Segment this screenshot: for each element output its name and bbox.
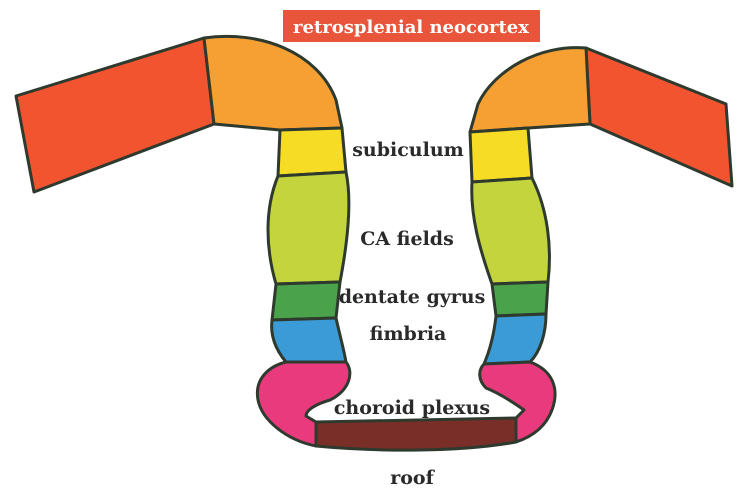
- subiculum-label: subiculum: [352, 139, 464, 161]
- left-subiculum-segment: [278, 128, 346, 176]
- right-neocortex-upper-segment: [470, 48, 590, 132]
- left-fimbria-segment: [272, 318, 346, 362]
- fimbria-label: fimbria: [370, 323, 447, 345]
- right-dentate-gyrus-segment: [492, 282, 548, 316]
- right-neocortex-segment: [586, 48, 732, 186]
- left-neocortex-upper-segment: [204, 36, 342, 130]
- left-ca-fields-segment: [268, 172, 349, 284]
- roof-segment: [316, 418, 516, 450]
- roof-label: roof: [390, 467, 435, 489]
- right-ca-fields-segment: [472, 178, 550, 284]
- ca-fields-label: CA fields: [360, 228, 454, 250]
- dentate-gyrus-label: dentate gyrus: [339, 286, 486, 308]
- left-dentate-gyrus-segment: [272, 282, 340, 320]
- right-fimbria-segment: [484, 314, 546, 364]
- title-label: retrosplenial neocortex: [293, 17, 529, 38]
- right-subiculum-segment: [470, 128, 532, 182]
- left-neocortex-segment: [16, 38, 214, 192]
- choroid-plexus-label: choroid plexus: [334, 397, 490, 419]
